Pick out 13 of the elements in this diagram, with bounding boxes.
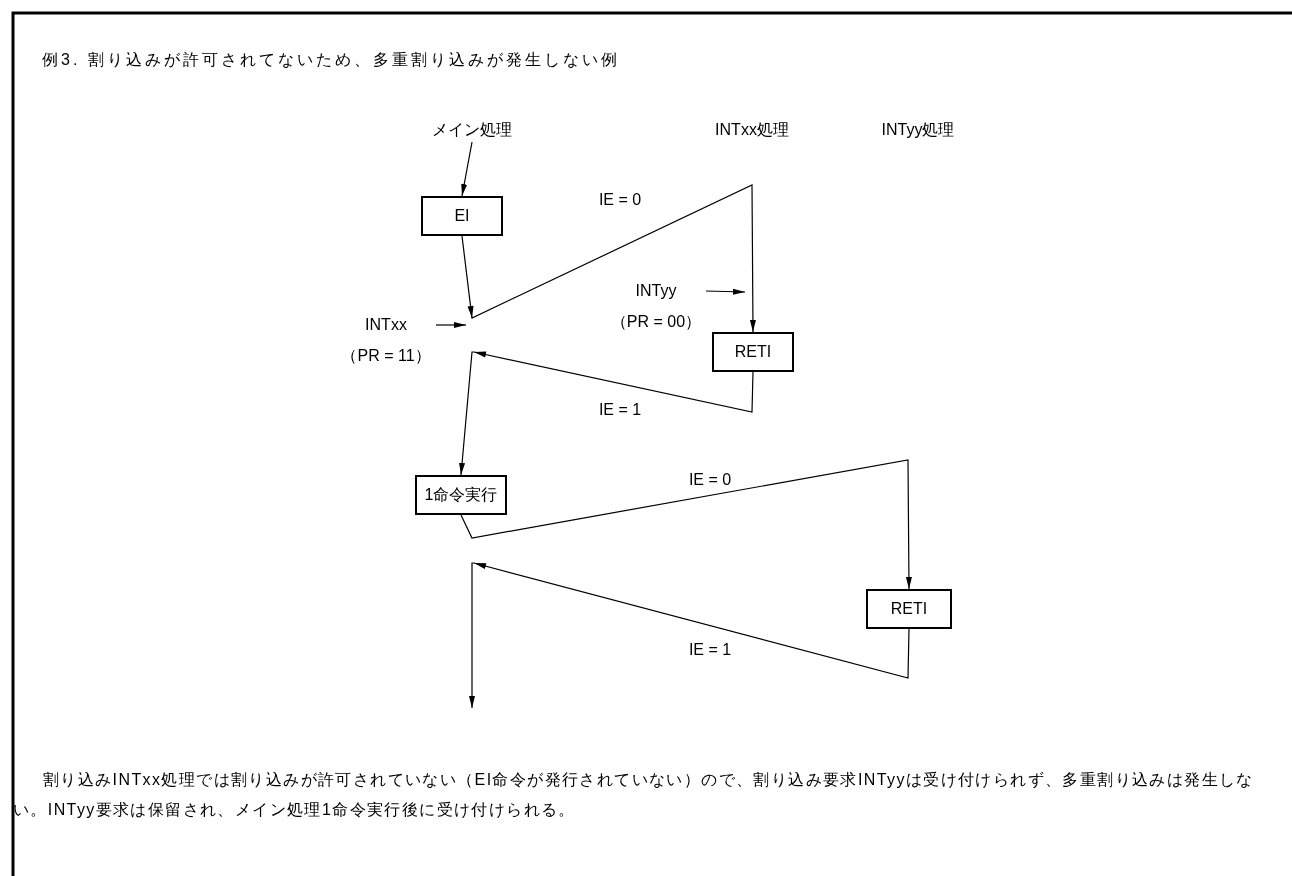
- title: 例3. 割り込みが許可されてないため、多重割り込みが発生しない例: [42, 50, 620, 70]
- signal-label: INTyy: [635, 281, 677, 301]
- column-heading: INTyy処理: [881, 120, 955, 140]
- column-heading: INTxx処理: [715, 120, 789, 140]
- caption: 割り込みINTxx処理では割り込みが許可されていない（EI命令が発行されていない）ので、割り込み要求INTyyは受け付けられず、多重割り込みは発生しない。INTyy要求は保留され、メイン処理1命令実行後に受け付けられる。: [13, 770, 1255, 820]
- process-box: 1命令実行: [415, 475, 507, 515]
- column-heading: メイン処理: [422, 120, 522, 142]
- process-box: RETI: [712, 332, 794, 372]
- process-box: EI: [421, 196, 503, 236]
- process-box: RETI: [866, 589, 952, 629]
- signal-label: INTxx: [365, 315, 407, 335]
- signal-label: （PR = 11）: [341, 345, 431, 365]
- signal-label: （PR = 00）: [610, 311, 702, 331]
